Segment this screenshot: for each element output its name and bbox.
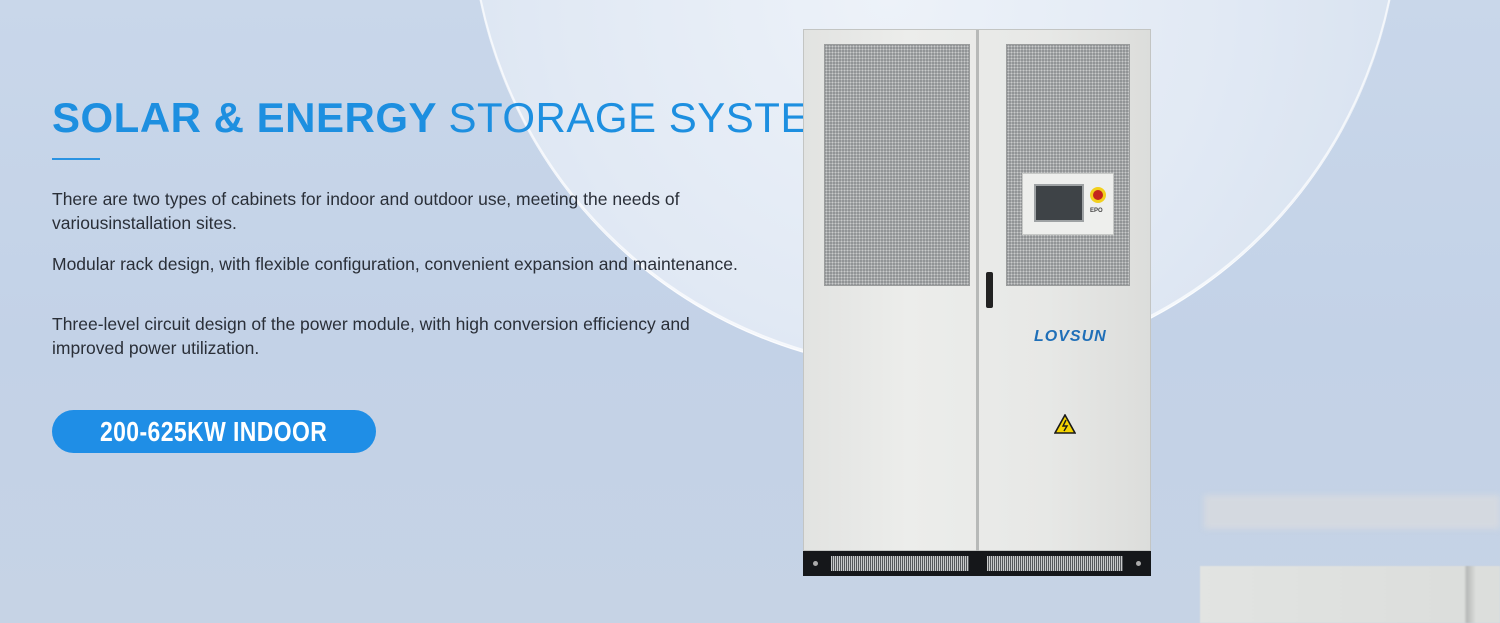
feature-paragraph-modular: Modular rack design, with flexible confi… [52, 254, 738, 274]
cabinet-body: EPO LOVSUN [803, 29, 1151, 552]
background-blur-cabinet [1200, 566, 1500, 623]
plinth-bolt [1136, 561, 1141, 566]
touch-screen [1034, 184, 1084, 222]
energy-storage-cabinet-image: EPO LOVSUN [803, 29, 1151, 576]
high-voltage-warning-icon [1054, 414, 1076, 434]
epo-stop-button-icon [1090, 187, 1106, 203]
epo-label: EPO [1090, 208, 1103, 214]
feature-paragraph-cabinets: There are two types of cabinets for indo… [52, 189, 680, 233]
title-bold: SOLAR & ENERGY [52, 94, 437, 141]
title-underline [52, 158, 100, 160]
left-door-vent-mesh [824, 44, 970, 286]
plinth-bolt [813, 561, 818, 566]
feature-paragraph-circuit: Three-level circuit design of the power … [52, 314, 690, 358]
cabinet-plinth [803, 551, 1151, 576]
door-handle [986, 272, 993, 308]
door-seam [976, 30, 979, 552]
capacity-badge-button[interactable]: 200-625KW INDOOR [52, 410, 376, 453]
title-light: STORAGE SYSTEM [448, 94, 845, 141]
plinth-vent-right [987, 556, 1123, 571]
brand-logo: LOVSUN [1034, 328, 1107, 345]
right-door-vent-mesh [1006, 44, 1130, 286]
background-blur-shelf [1204, 495, 1500, 529]
page-title: SOLAR & ENERGY STORAGE SYSTEM [52, 92, 844, 144]
control-panel: EPO [1022, 173, 1114, 235]
capacity-badge-label: 200-625KW INDOOR [100, 415, 328, 447]
plinth-vent-left [831, 556, 969, 571]
